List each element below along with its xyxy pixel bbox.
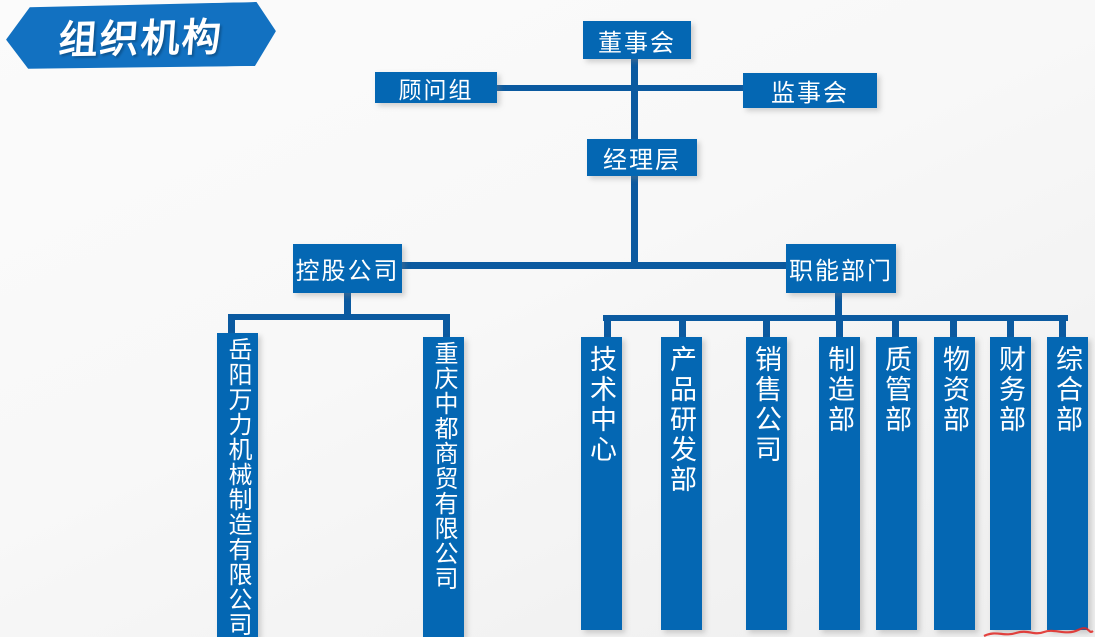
node-board-label: 董事会 bbox=[598, 29, 676, 57]
node-dept-manufacturing: 制造部 bbox=[819, 337, 860, 630]
subsidiary-label: 岳阳万力机械制造有限公司 bbox=[224, 337, 251, 637]
node-advisory-group: 顾问组 bbox=[375, 72, 497, 103]
connector-stub-dept-7 bbox=[1007, 318, 1014, 338]
connector-stub-dept-2 bbox=[679, 318, 686, 338]
connector-board-to-management bbox=[631, 56, 638, 140]
node-functional-label: 职能部门 bbox=[789, 258, 893, 285]
node-subsidiary-chongqing: 重庆中都商贸有限公司 bbox=[423, 337, 464, 637]
connector-departments-rail bbox=[603, 315, 1068, 321]
connector-stub-dept-8 bbox=[1059, 318, 1066, 338]
dept-label: 财务部 bbox=[995, 345, 1025, 435]
page-title: 组织机构 bbox=[57, 16, 225, 63]
node-dept-sales-company: 销售公司 bbox=[746, 337, 787, 630]
node-management-level: 经理层 bbox=[587, 139, 697, 176]
connector-management-down bbox=[631, 175, 638, 269]
node-dept-materials: 物资部 bbox=[934, 337, 975, 630]
connector-stub-subsidiary-2 bbox=[443, 317, 450, 339]
connector-stub-dept-6 bbox=[950, 318, 957, 338]
connector-subsidiaries-rail bbox=[228, 314, 450, 320]
node-holding-label: 控股公司 bbox=[295, 258, 400, 285]
dept-label: 制造部 bbox=[824, 345, 854, 435]
page-title-banner: 组织机构 bbox=[5, 2, 276, 71]
connector-stub-subsidiary-1 bbox=[228, 317, 235, 335]
dept-label: 质管部 bbox=[881, 345, 911, 435]
node-subsidiary-yueyang: 岳阳万力机械制造有限公司 bbox=[217, 333, 258, 637]
connector-stub-dept-3 bbox=[763, 318, 770, 338]
dept-label: 综合部 bbox=[1052, 345, 1082, 435]
node-advisory-label: 顾问组 bbox=[398, 76, 474, 103]
dept-label: 物资部 bbox=[939, 345, 969, 435]
connector-holding-to-functional bbox=[400, 262, 788, 269]
connector-functional-down bbox=[835, 292, 842, 318]
node-dept-product-rd: 产品研发部 bbox=[661, 337, 702, 630]
red-signature-watermark bbox=[983, 627, 1094, 637]
node-dept-quality: 质管部 bbox=[876, 337, 917, 630]
dept-label: 技术中心 bbox=[586, 345, 616, 465]
node-dept-finance: 财务部 bbox=[990, 337, 1031, 630]
connector-holding-down bbox=[344, 292, 351, 318]
dept-label: 产品研发部 bbox=[666, 345, 696, 495]
node-board: 董事会 bbox=[583, 21, 691, 59]
node-supervisory-label: 监事会 bbox=[771, 80, 849, 107]
connector-stub-dept-5 bbox=[892, 318, 899, 338]
node-management-label: 经理层 bbox=[603, 147, 681, 174]
dept-label: 销售公司 bbox=[751, 345, 781, 465]
node-functional-departments: 职能部门 bbox=[786, 244, 896, 293]
connector-stub-dept-4 bbox=[836, 318, 843, 338]
node-holding-company: 控股公司 bbox=[293, 244, 402, 293]
node-dept-technology-center: 技术中心 bbox=[581, 337, 622, 630]
connector-advisory-to-supervisory bbox=[493, 85, 745, 91]
node-dept-general: 综合部 bbox=[1047, 337, 1088, 630]
connector-stub-dept-1 bbox=[604, 318, 611, 338]
subsidiary-label: 重庆中都商贸有限公司 bbox=[430, 341, 457, 591]
node-supervisory-board: 监事会 bbox=[743, 73, 877, 108]
